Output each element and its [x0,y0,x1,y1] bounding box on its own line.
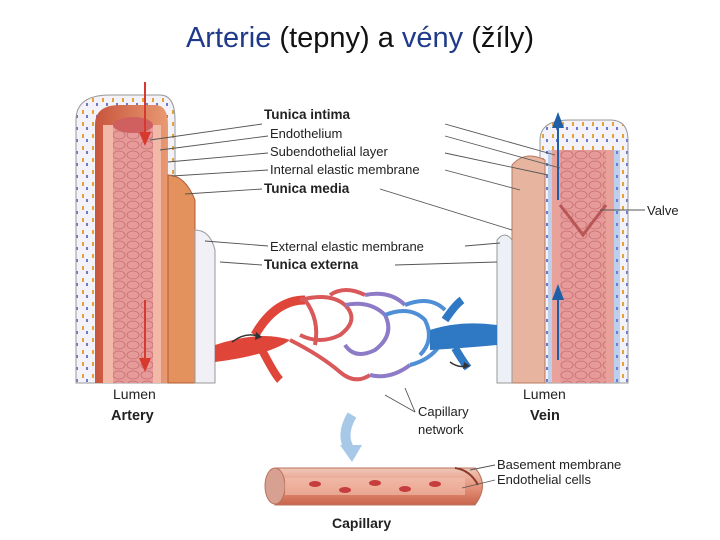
capillaries-purple [343,291,412,379]
vein-flow-arrowhead-bottom [552,284,564,300]
artery-lumen-wall [113,125,153,383]
label-internal-elastic-membrane: Internal elastic membrane [270,162,420,177]
artery-lumen-opening [113,117,153,133]
artery-media-step [167,174,196,384]
capillary-network-illustration [215,288,497,383]
title-arterie: Arterie [185,22,272,54]
venule [430,323,497,350]
leader-lines [149,123,645,489]
vein-media-step [511,155,546,384]
artery-flow-arrowhead-bottom [139,358,151,372]
artery-illustration [75,82,216,384]
capillaries-red [289,288,372,382]
flow-arrowhead-out [463,362,470,369]
arteriole-branch-2 [258,348,283,383]
label-valve: Valve [647,203,679,218]
vein-flow-arrowhead-top [552,112,564,128]
label-capillary-network-line1: Capillary [418,404,469,419]
title-tepny: (tepny) a [271,22,402,54]
label-capillary-network-line2: network [418,422,464,437]
label-lumen-vein: Lumen [523,386,566,402]
arteriole-branch-1 [251,295,306,338]
capillary-opening [264,467,286,505]
capillary-lumen [285,478,465,495]
vein-valve [558,204,608,238]
zoom-arrow [340,412,357,453]
venule-branch-1 [441,296,465,323]
vein-lumen-wall [560,150,606,383]
arteriole [215,336,290,362]
basement-membrane-layer [454,467,479,486]
title-veny: vény [401,22,464,54]
red-blood-cells [309,480,441,493]
label-endothelial-cells: Endothelial cells [497,472,591,487]
flow-arrowhead-in [255,332,262,340]
label-tunica-intima: Tunica intima [264,107,351,122]
label-external-elastic-membrane: External elastic membrane [270,239,424,254]
vein-illustration [496,112,629,384]
label-artery: Artery [111,408,154,424]
page-title: Arterie (tepny) a vény (žíly) [0,22,720,55]
artery-externa-step [194,229,216,384]
label-tunica-externa: Tunica externa [264,257,359,272]
zoom-arrowhead [340,445,362,462]
capillary-illustration [264,467,483,506]
title-zily: (žíly) [463,22,535,54]
label-subendothelial-layer: Subendothelial layer [270,144,388,159]
label-capillary: Capillary [332,515,391,531]
label-basement-membrane: Basement membrane [497,457,621,472]
artery-flow-arrowhead-top [139,132,151,146]
vein-externa-step [496,234,513,384]
label-vein: Vein [530,408,560,424]
label-tunica-media: Tunica media [264,181,350,196]
label-endothelium: Endothelium [270,126,342,141]
label-lumen-artery: Lumen [113,386,156,402]
